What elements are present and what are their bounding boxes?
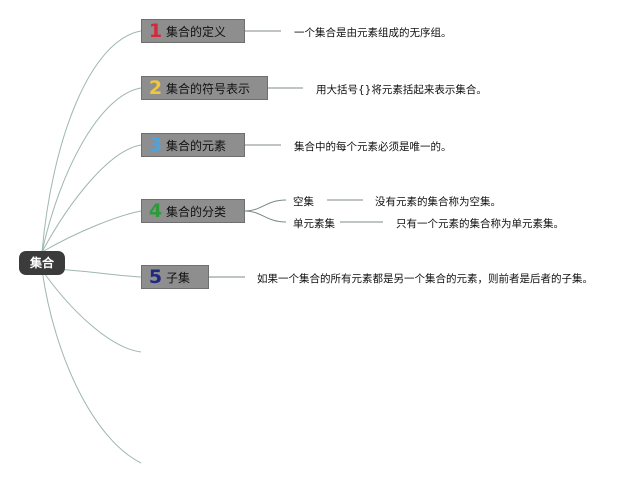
branch-root-empty-2	[41, 269, 142, 464]
connector-topic-4-sub-1	[244, 199, 287, 212]
topic-title-3: 集合的元素	[166, 138, 227, 153]
topic-node-3[interactable]: 3 集合的元素	[141, 133, 245, 157]
branch-root-topic-2	[41, 87, 142, 253]
topic-title-5: 子集	[166, 270, 191, 285]
topic-number-1: 1	[148, 20, 163, 42]
subtopic-label-2[interactable]: 单元素集	[293, 218, 335, 230]
subtopic-label-1[interactable]: 空集	[293, 196, 314, 208]
topic-node-4[interactable]: 4 集合的分类	[141, 199, 245, 223]
topic-title-4: 集合的分类	[166, 204, 227, 219]
topic-note-5: 如果一个集合的所有元素都是另一个集合的元素，则前者是后者的子集。	[257, 273, 593, 285]
topic-number-4: 4	[148, 200, 163, 222]
topic-note-1: 一个集合是由元素组成的无序组。	[294, 27, 452, 39]
topic-node-5[interactable]: 5 子集	[141, 265, 209, 289]
subtopic-note-1: 没有元素的集合称为空集。	[375, 196, 501, 208]
topic-node-2[interactable]: 2 集合的符号表示	[141, 76, 268, 100]
topic-note-2: 用大括号{}将元素括起来表示集合。	[316, 84, 487, 96]
branch-root-empty-1	[41, 269, 142, 353]
topic-node-1[interactable]: 1 集合的定义	[141, 19, 245, 43]
branch-root-topic-3	[41, 144, 142, 253]
topic-title-1: 集合的定义	[166, 24, 227, 39]
subtopic-note-2: 只有一个元素的集合称为单元素集。	[396, 218, 564, 230]
connector-topic-4-sub-2	[244, 210, 287, 223]
branch-root-topic-4	[41, 210, 142, 253]
topic-title-2: 集合的符号表示	[166, 81, 251, 96]
topic-number-5: 5	[148, 266, 163, 288]
topic-note-3: 集合中的每个元素必须是唯一的。	[294, 141, 452, 153]
topic-number-2: 2	[148, 77, 163, 99]
branch-root-topic-1	[41, 30, 142, 253]
root-node[interactable]: 集合	[19, 251, 65, 275]
topic-number-3: 3	[148, 134, 163, 156]
